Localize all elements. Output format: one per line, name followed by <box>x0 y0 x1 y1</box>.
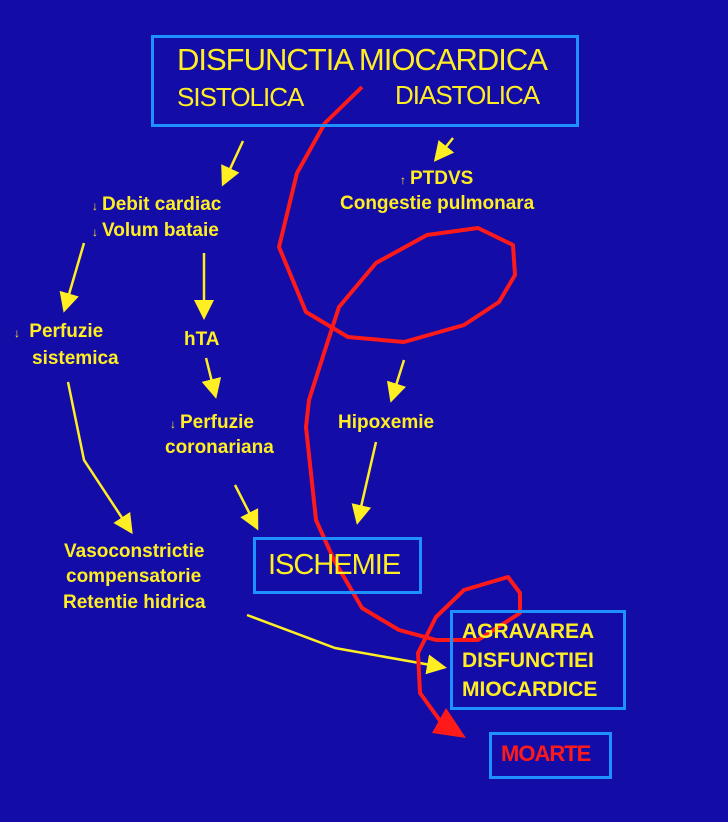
node-volum: ↓ Volum bataie <box>92 218 219 245</box>
node-coronariana: coronariana <box>165 437 274 458</box>
arrow-debit-to-perfuzie-sistemica <box>59 242 86 313</box>
node-perfuzie-sistemica: ↓ Perfuzie <box>14 319 103 346</box>
ptdvs-label: PTDVS <box>410 168 474 189</box>
node-ptdvs: ↑ PTDVS <box>400 166 473 193</box>
volum-label: Volum bataie <box>102 220 219 241</box>
label-sistolica: SISTOLICA <box>177 82 304 112</box>
main-title: DISFUNCTIA MIOCARDICA <box>177 42 548 77</box>
arrow-hipoxemie-to-ischemie <box>351 441 378 525</box>
arrow-coronariana-to-ischemie <box>233 484 259 531</box>
decrease-arrow-icon: ↓ <box>170 417 176 431</box>
node-perfuzie-coronariana: ↓ Perfuzie <box>170 410 254 437</box>
ischemie-box <box>253 537 422 594</box>
node-agravarea-1: AGRAVAREA <box>462 620 595 643</box>
node-agravarea-3: MIOCARDICE <box>462 678 598 701</box>
arrow-sistolica-to-debit <box>221 140 245 187</box>
decrease-arrow-icon: ↓ <box>14 326 20 340</box>
node-retentie: Retentie hidrica <box>63 592 206 613</box>
node-moarte: MOARTE <box>501 741 591 766</box>
main-box <box>151 35 579 127</box>
arrow-hta-to-perfuzie-coronariana <box>201 357 222 399</box>
node-ischemie: ISCHEMIE <box>268 549 401 581</box>
increase-arrow-icon: ↑ <box>400 173 406 187</box>
node-vasoconstrictie: Vasoconstrictie <box>64 541 205 562</box>
node-debit: ↓ Debit cardiac <box>92 192 221 219</box>
node-congestie: Congestie pulmonara <box>340 193 535 214</box>
arrow-retentie-to-agravarea <box>246 613 447 675</box>
decrease-arrow-icon: ↓ <box>92 199 98 213</box>
node-agravarea-2: DISFUNCTIEI <box>462 649 594 672</box>
node-sistemica: sistemica <box>32 348 119 369</box>
arrow-perfuzie-to-vasoconstrictie <box>66 381 133 535</box>
node-hta: hTA <box>184 329 220 350</box>
spiral-arrowhead-icon <box>432 708 466 738</box>
vicious-cycle-spiral <box>277 85 522 724</box>
moarte-box <box>489 732 612 779</box>
perfuzie-cor-label: Perfuzie <box>180 412 254 433</box>
arrow-congestie-to-hipoxemie <box>386 359 407 403</box>
node-compensatorie: compensatorie <box>66 566 202 587</box>
node-hipoxemie: Hipoxemie <box>338 412 435 433</box>
debit-label: Debit cardiac <box>102 194 222 215</box>
perfuzie-label: Perfuzie <box>29 321 104 342</box>
decrease-arrow-icon: ↓ <box>92 225 98 239</box>
label-diastolica: DIASTOLICA <box>395 80 540 110</box>
arrow-diastolica-to-ptdvs <box>433 137 455 162</box>
agravarea-box <box>450 610 626 710</box>
